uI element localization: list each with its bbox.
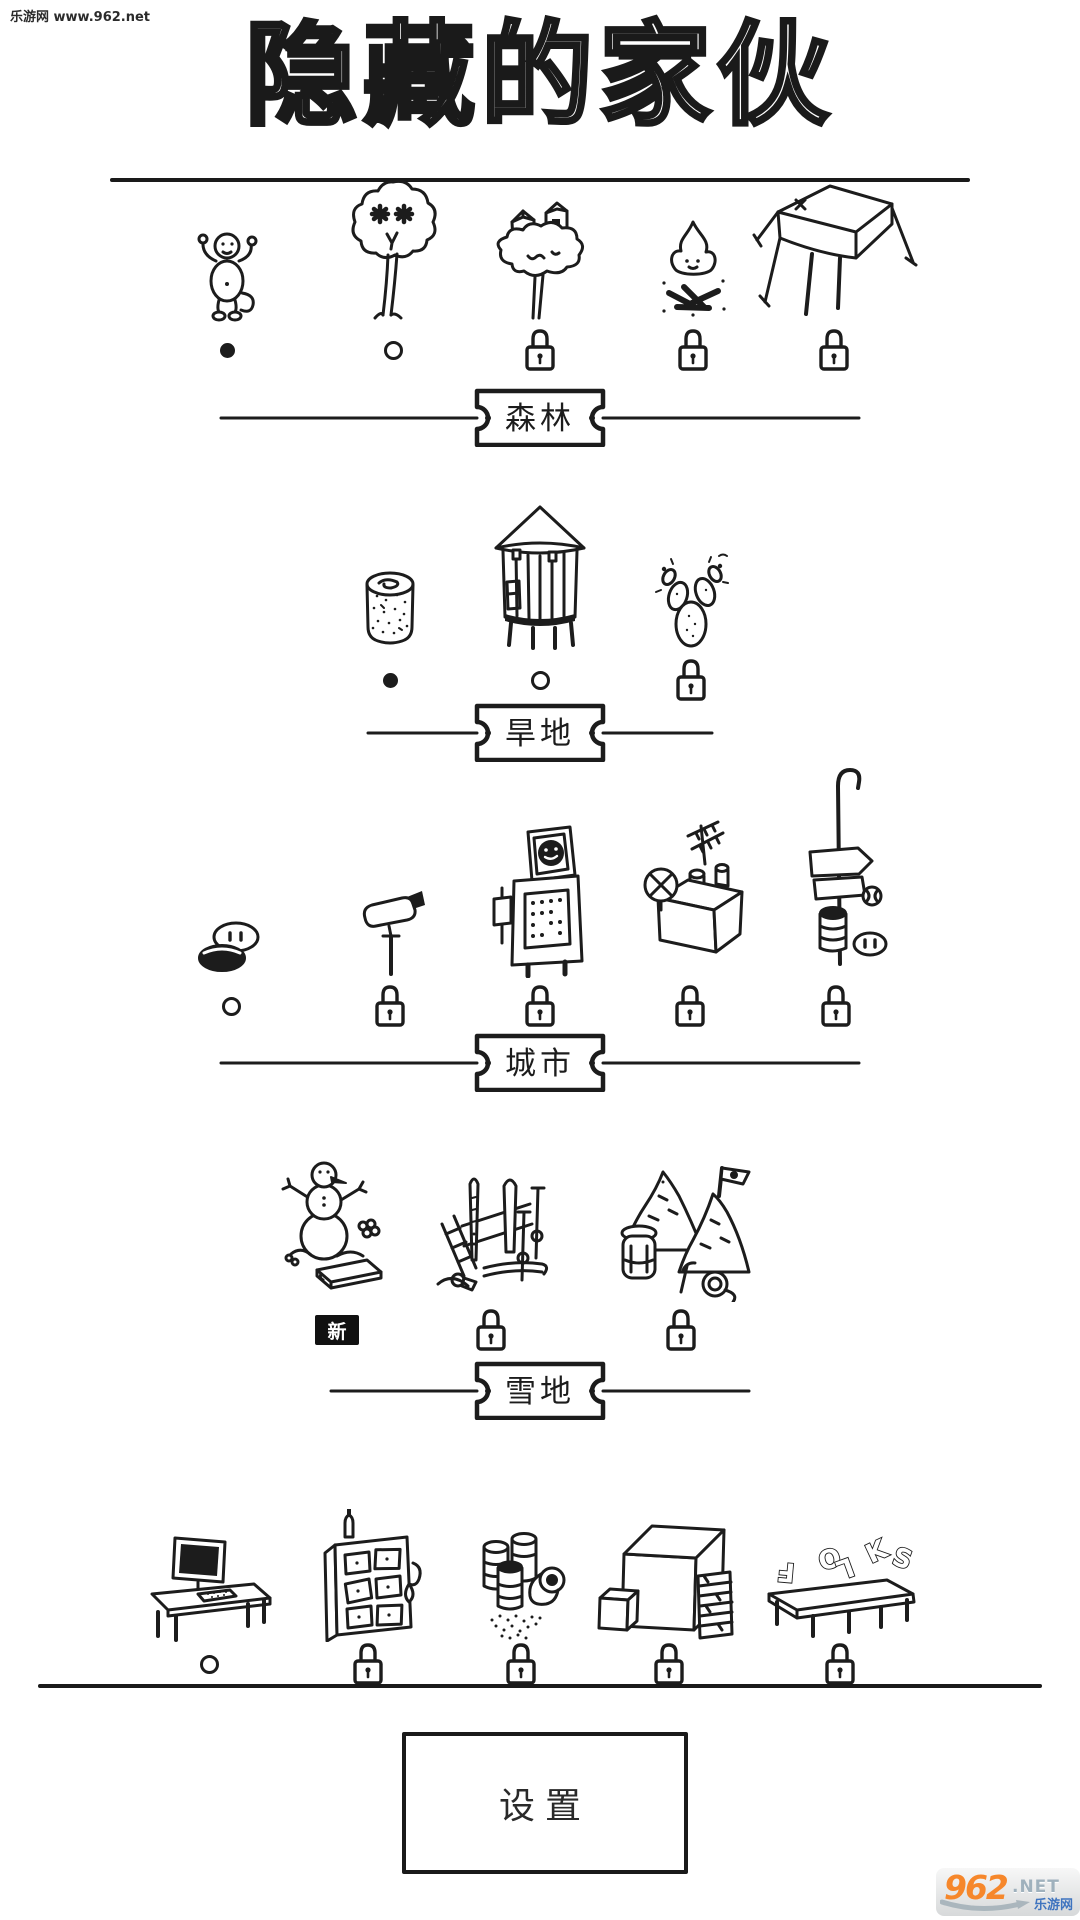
level-item-manhole[interactable] [146,756,316,1030]
lock-icon [653,1643,684,1685]
level-item-security-camera[interactable] [305,756,475,1030]
level-item-snowman[interactable]: 新 [247,1134,427,1354]
lock-icon [375,985,405,1027]
top-divider [110,178,970,182]
site-watermark: 乐游网 www.962.net [10,10,151,25]
level-item-ski-rack[interactable] [401,1134,581,1354]
bench-letter-f: F [776,1556,796,1587]
level-label-forest: 森林 [219,388,861,447]
security-camera-icon [362,891,425,976]
level-label-snow: 雪地 [329,1361,751,1420]
level-item-letter-bench[interactable]: F O L K S [752,1500,927,1685]
crates-icon [597,1524,734,1640]
lock-icon [819,329,849,371]
street-signpost-icon [808,768,887,966]
peaks-flag-icon [620,1166,751,1302]
level-item-satellite-unit[interactable] [605,756,775,1030]
letter-bench-icon: F O L K S [767,1533,917,1638]
lock-icon [666,1309,696,1351]
level-label-text: 城市 [505,1046,575,1082]
ski-rack-icon [436,1177,549,1292]
new-badge: 新 [315,1315,359,1345]
level-label-city: 城市 [219,1033,861,1092]
lock-icon [824,1643,855,1685]
tree-stump-icon [365,571,414,645]
tree-face-icon [351,179,437,320]
lock-icon [675,985,705,1027]
bottom-divider [38,1684,1042,1688]
lock-icon [525,985,555,1027]
manhole-peeker-icon [197,921,259,972]
unlocked-dot-icon [200,1654,219,1674]
barrels-icon [482,1532,565,1640]
lock-icon [476,1309,506,1351]
unlocked-dot-icon [530,670,550,690]
level-item-computer-desk[interactable] [122,1500,297,1684]
level-item-crates[interactable] [581,1500,756,1685]
level-item-tarp-tent[interactable] [744,172,924,374]
lock-icon [525,329,555,371]
level-item-tree-face[interactable] [308,172,478,374]
water-tower-icon [494,505,585,650]
satellite-unit-icon [643,820,743,954]
level-item-screen-machine[interactable] [455,756,625,1030]
unlocked-dot-icon [221,996,241,1016]
level-item-water-tower[interactable] [455,502,625,704]
computer-desk-icon [150,1536,272,1642]
logo-swoosh-icon [940,1899,1030,1912]
level-item-tree-stump[interactable] [305,502,475,704]
settings-label: 设置 [498,1786,591,1827]
level-item-campfire[interactable] [608,172,778,374]
level-item-barrels[interactable] [433,1500,608,1685]
unlocked-dot-icon [383,340,403,360]
level-label-text: 雪地 [505,1374,575,1410]
level-item-monkey[interactable] [142,172,312,374]
level-label-text: 旱地 [505,716,575,752]
storage-cabinet-icon [323,1509,422,1642]
level-item-cactus[interactable] [606,502,776,704]
level-label-text: 森林 [505,401,575,437]
monkey-icon [197,232,257,322]
lock-icon [352,1643,383,1685]
site-logo: 962 .NET 乐游网 [936,1868,1080,1916]
logo-net-text: .NET [1012,1877,1060,1897]
level-label-drylands: 旱地 [366,703,714,762]
game-title: 隐藏的家伙 [243,11,835,141]
settings-button[interactable]: 设置 [402,1732,688,1874]
snowman-icon [281,1161,382,1290]
logo-number: 962 [944,1868,1009,1907]
screen-machine-icon [492,825,583,978]
level-item-storage-cabinet[interactable] [280,1500,455,1685]
level-item-street-signpost[interactable] [751,756,921,1030]
level-item-peaks-flag[interactable] [591,1134,771,1354]
bench-letter-k: K [861,1534,893,1570]
logo-site-name: 乐游网 [1033,1898,1073,1913]
campfire-icon [661,220,726,317]
treetop-houses-icon [496,201,584,320]
level-item-treetop-houses[interactable] [455,172,625,374]
tarp-tent-icon [752,184,918,316]
cactus-icon [654,553,729,648]
lock-icon [676,659,706,701]
lock-icon [505,1643,536,1685]
lock-icon [678,329,708,371]
completed-dot-icon [382,672,398,688]
bench-letter-s: S [888,1542,916,1577]
completed-dot-icon [219,342,235,358]
lock-icon [821,985,851,1027]
